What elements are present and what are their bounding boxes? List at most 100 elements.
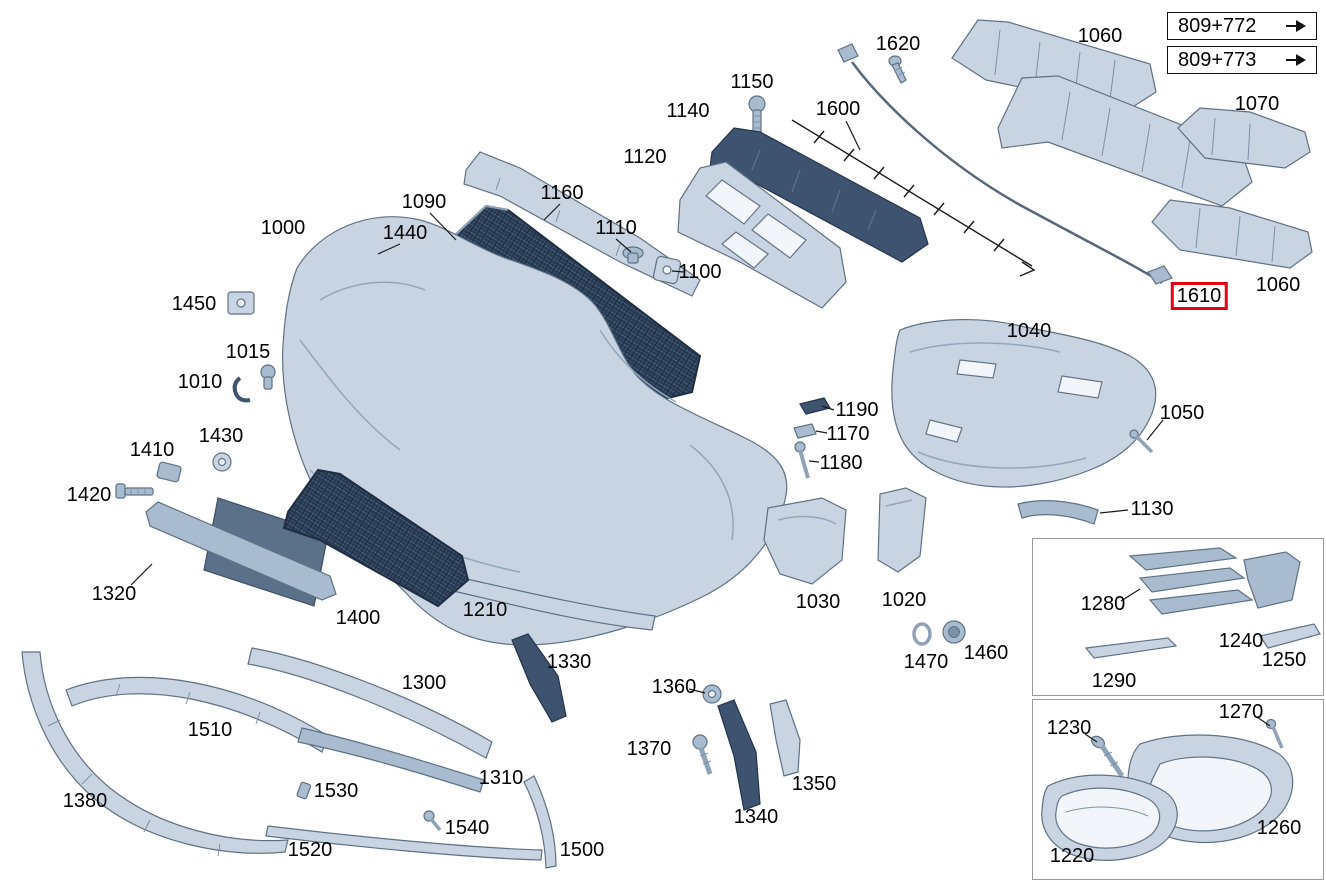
- part-1060-top-shape: [951, 19, 1157, 111]
- part-1520-strip-shape: [265, 825, 543, 861]
- part-callout-1620[interactable]: 1620: [875, 33, 921, 55]
- part-1330-fin-shape: [511, 633, 567, 723]
- part-callout-1090[interactable]: 1090: [401, 191, 447, 213]
- part-callout-1520[interactable]: 1520: [287, 839, 333, 861]
- reference-link-809-772[interactable]: 809+772: [1167, 12, 1317, 40]
- part-callout-1610[interactable]: 1610: [1170, 282, 1228, 310]
- part-1270-rivet-shape: [1265, 718, 1284, 749]
- part-callout-1280[interactable]: 1280: [1080, 593, 1126, 615]
- part-callout-1350[interactable]: 1350: [791, 773, 837, 795]
- part-1470-grommet-shape: [912, 622, 932, 646]
- part-callout-1240[interactable]: 1240: [1218, 630, 1264, 652]
- part-1600-strip-shape: [791, 119, 1036, 277]
- part-1300-strip-shape: [247, 647, 493, 759]
- part-callout-1170[interactable]: 1170: [826, 423, 870, 445]
- arrow-right-icon: [1286, 20, 1306, 32]
- part-callout-1100[interactable]: 1100: [678, 261, 722, 283]
- part-callout-1370[interactable]: 1370: [626, 738, 672, 760]
- part-callout-1140[interactable]: 1140: [666, 100, 710, 122]
- part-callout-1120[interactable]: 1120: [623, 146, 667, 168]
- part-callout-1160[interactable]: 1160: [540, 182, 584, 204]
- part-callout-1460[interactable]: 1460: [963, 642, 1009, 664]
- part-callout-1000[interactable]: 1000: [260, 217, 306, 239]
- part-callout-1180[interactable]: 1180: [819, 452, 863, 474]
- part-callout-1130[interactable]: 1130: [1130, 498, 1174, 520]
- part-1120-frame-shape: [677, 161, 847, 309]
- part-1180-pin-shape: [794, 441, 810, 479]
- part-callout-1330[interactable]: 1330: [546, 651, 592, 673]
- part-callout-1450[interactable]: 1450: [171, 293, 217, 315]
- reference-link-label: 809+773: [1178, 48, 1257, 71]
- part-callout-1220[interactable]: 1220: [1049, 845, 1095, 867]
- part-1050-rivet-shape: [1129, 429, 1154, 454]
- part-1400-mesh-shape: [282, 468, 470, 608]
- part-1340-blade-shape: [717, 699, 761, 811]
- part-1500-strip-shape: [523, 775, 557, 869]
- part-1310-strip-shape: [297, 727, 485, 793]
- part-callout-1430[interactable]: 1430: [198, 425, 244, 447]
- part-callout-1150[interactable]: 1150: [730, 71, 774, 93]
- part-1250-slat-shape: [1259, 623, 1321, 649]
- part-callout-1015[interactable]: 1015: [225, 341, 271, 363]
- part-1290-strip-shape: [1084, 637, 1178, 659]
- part-callout-1470[interactable]: 1470: [903, 651, 949, 673]
- part-1210-strip-shape: [439, 573, 656, 631]
- part-1190-bracket-shape: [799, 397, 831, 415]
- part-callout-1050[interactable]: 1050: [1159, 402, 1205, 424]
- part-callout-1250[interactable]: 1250: [1261, 649, 1307, 671]
- part-callout-1290[interactable]: 1290: [1091, 670, 1137, 692]
- arrow-right-icon: [1286, 54, 1306, 66]
- part-1020-bracket-shape: [877, 487, 927, 573]
- part-1530-clip-shape: [296, 781, 312, 800]
- part-1220-grille-shape: [1041, 774, 1178, 861]
- reference-link-809-773[interactable]: 809+773: [1167, 46, 1317, 74]
- part-callout-1110[interactable]: 1110: [595, 217, 637, 239]
- part-callout-1310[interactable]: 1310: [478, 767, 524, 789]
- part-callout-1060[interactable]: 1060: [1077, 25, 1123, 47]
- part-1370-screw-shape: [692, 734, 713, 775]
- part-1015-bolt-shape: [260, 364, 276, 390]
- part-callout-1020[interactable]: 1020: [881, 589, 927, 611]
- part-1100-bracket-shape: [652, 255, 682, 285]
- part-callout-1260[interactable]: 1260: [1256, 817, 1302, 839]
- part-callout-1530[interactable]: 1530: [313, 780, 359, 802]
- part-callout-1500[interactable]: 1500: [559, 839, 605, 861]
- part-1240-shape: [1243, 551, 1301, 609]
- part-callout-1420[interactable]: 1420: [66, 484, 112, 506]
- part-callout-1340[interactable]: 1340: [733, 806, 779, 828]
- part-callout-1040[interactable]: 1040: [1006, 320, 1052, 342]
- part-1060-mid-shape: [997, 75, 1253, 207]
- leader-lines: [130, 120, 1271, 743]
- part-1430-nut-shape: [212, 452, 232, 472]
- part-callout-1600[interactable]: 1600: [815, 98, 861, 120]
- reference-link-label: 809+772: [1178, 14, 1257, 37]
- part-callout-1380[interactable]: 1380: [62, 790, 108, 812]
- part-callout-1300[interactable]: 1300: [401, 672, 447, 694]
- part-callout-1360[interactable]: 1360: [651, 676, 697, 698]
- part-1040-liner-shape: [891, 319, 1157, 488]
- part-callout-1440[interactable]: 1440: [382, 222, 428, 244]
- part-callout-1060[interactable]: 1060: [1255, 274, 1301, 296]
- part-callout-1400[interactable]: 1400: [335, 607, 381, 629]
- part-callout-1510[interactable]: 1510: [187, 719, 233, 741]
- part-callout-1210[interactable]: 1210: [462, 599, 508, 621]
- part-1350-blade-shape: [769, 699, 801, 777]
- part-1620-screw-shape: [888, 55, 907, 84]
- part-callout-1540[interactable]: 1540: [444, 817, 490, 839]
- part-1320-strip-shape: [145, 501, 337, 601]
- part-1380-strip-shape: [21, 651, 289, 857]
- part-1610-cable-shape: [837, 43, 1173, 285]
- part-callout-1070[interactable]: 1070: [1234, 93, 1280, 115]
- part-callout-1270[interactable]: 1270: [1218, 701, 1264, 723]
- part-1060-right-shape: [1151, 199, 1313, 269]
- part-callout-1410[interactable]: 1410: [129, 439, 175, 461]
- part-callout-1320[interactable]: 1320: [91, 583, 137, 605]
- part-1280-slats-shape: [1128, 547, 1254, 615]
- part-callout-1010[interactable]: 1010: [177, 371, 223, 393]
- part-callout-1190[interactable]: 1190: [835, 399, 879, 421]
- part-callout-1030[interactable]: 1030: [795, 591, 841, 613]
- part-callout-1230[interactable]: 1230: [1046, 717, 1092, 739]
